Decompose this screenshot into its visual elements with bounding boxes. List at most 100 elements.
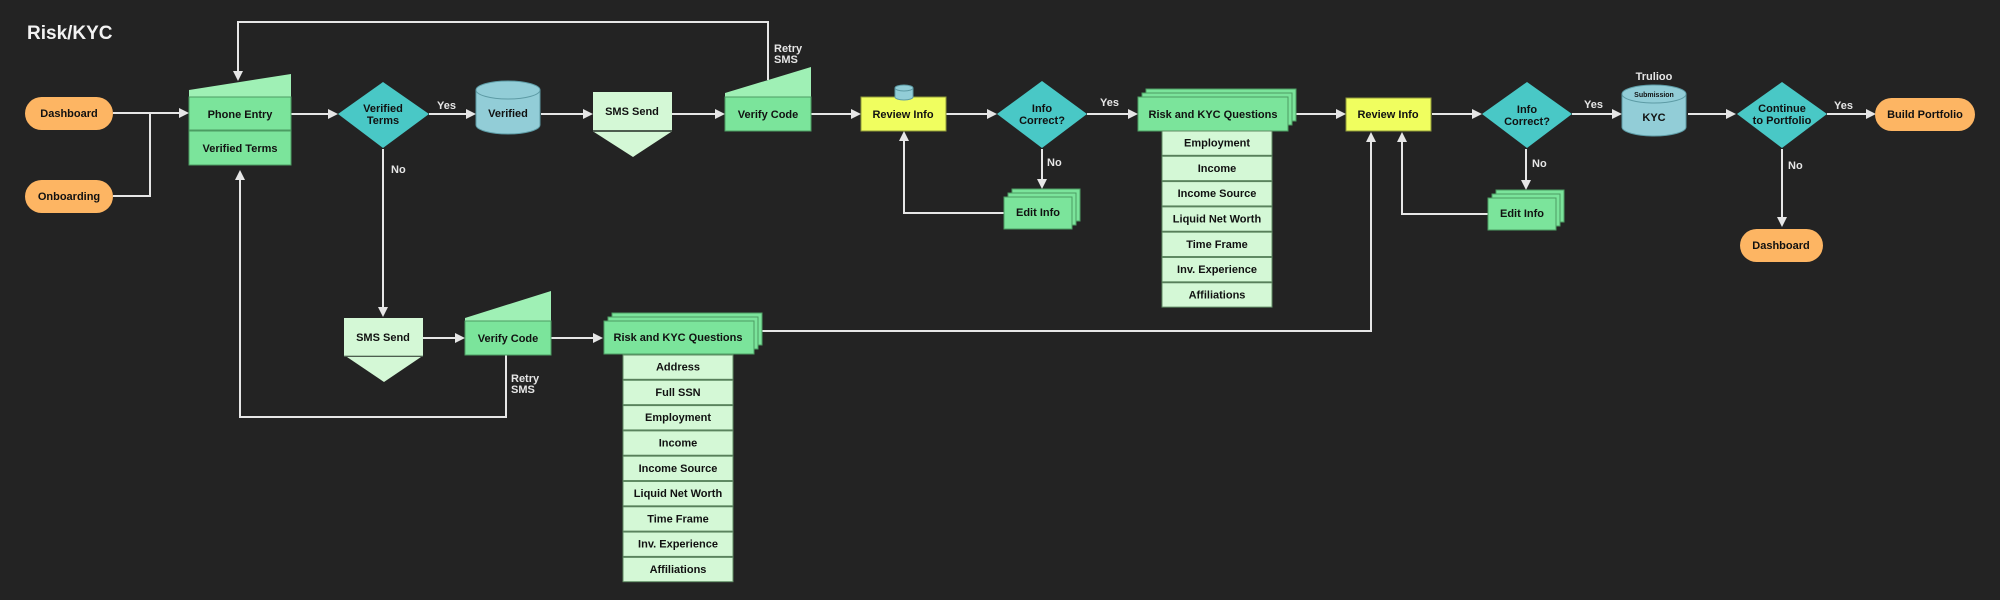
node-edit-info-2[interactable]: Edit Info <box>1487 189 1565 231</box>
svg-text:Risk and KYC Questions: Risk and KYC Questions <box>614 332 743 344</box>
question-item[interactable]: Address <box>622 354 734 380</box>
svg-text:Risk and KYC Questions: Risk and KYC Questions <box>1149 109 1278 121</box>
node-verified-db[interactable]: Verified <box>475 80 541 135</box>
question-item[interactable]: Income <box>1161 155 1273 182</box>
question-item[interactable]: Inv. Experience <box>622 531 734 557</box>
question-item-label: Income <box>1198 163 1237 175</box>
question-item-label: Income Source <box>1178 188 1257 200</box>
edge-edit2-review2 <box>1401 139 1488 215</box>
question-item[interactable]: Liquid Net Worth <box>1161 206 1273 232</box>
question-item[interactable]: Income Source <box>622 455 734 482</box>
arrowhead <box>455 333 465 343</box>
node-continue-portfolio[interactable]: Continue to Portfolio <box>1737 82 1827 148</box>
arrowhead <box>851 109 861 119</box>
question-item-label: Inv. Experience <box>638 539 718 551</box>
svg-text:SMS Send: SMS Send <box>356 332 410 344</box>
node-risk-kyc-bottom[interactable]: Risk and KYC Questions <box>603 312 763 355</box>
question-item[interactable]: Employment <box>622 405 734 431</box>
arrowhead <box>899 131 909 141</box>
edge-riskb-review2 <box>760 139 1372 332</box>
arrowhead <box>1866 109 1876 119</box>
node-kyc-db[interactable]: Trulioo Submission KYC <box>1621 71 1687 137</box>
arrowhead <box>1521 180 1531 190</box>
arrowhead <box>466 109 476 119</box>
svg-text:Info: Info <box>1517 104 1537 116</box>
question-item[interactable]: Time Frame <box>622 506 734 532</box>
node-build-portfolio[interactable]: Build Portfolio <box>1875 98 1975 131</box>
label-no: No <box>1788 160 1803 172</box>
submission-label: Submission <box>1634 92 1674 99</box>
question-item-label: Address <box>656 362 700 374</box>
node-sms-send-top[interactable]: SMS Send <box>593 92 672 157</box>
arrowhead <box>715 109 725 119</box>
node-onboarding[interactable]: Onboarding <box>25 180 113 213</box>
node-risk-kyc-top[interactable]: Risk and KYC Questions <box>1137 88 1297 132</box>
arrowhead <box>1037 179 1047 189</box>
svg-text:Edit Info: Edit Info <box>1016 207 1060 219</box>
connectors <box>113 21 1876 418</box>
arrowhead <box>233 71 243 81</box>
question-item[interactable]: Income <box>622 430 734 456</box>
question-item[interactable]: Time Frame <box>1161 231 1273 257</box>
svg-text:Review Info: Review Info <box>1357 109 1418 121</box>
label-no: No <box>391 164 406 176</box>
label-sms: SMS <box>774 54 798 66</box>
node-review-info-1[interactable]: Review Info <box>860 84 947 132</box>
arrowhead <box>1472 109 1482 119</box>
node-verified-terms-decision[interactable]: Verified Terms <box>338 82 429 148</box>
arrowhead <box>378 307 388 317</box>
question-item[interactable]: Income Source <box>1161 181 1273 207</box>
label-yes: Yes <box>437 100 456 112</box>
arrowhead <box>1336 109 1346 119</box>
question-item[interactable]: Affiliations <box>1161 282 1273 308</box>
node-phone-entry[interactable]: Phone Entry Verified Terms <box>188 74 292 166</box>
label-retry: Retry <box>511 373 540 385</box>
arrowhead <box>235 170 245 180</box>
edge-labels: Yes No Retry SMS Yes No Yes No Yes No Re… <box>391 43 1853 396</box>
svg-text:Info: Info <box>1032 103 1052 115</box>
question-item-label: Employment <box>1184 138 1250 150</box>
node-info-correct-1[interactable]: Info Correct? <box>997 81 1087 148</box>
node-sms-send-bottom[interactable]: SMS Send <box>344 318 423 382</box>
svg-text:Correct?: Correct? <box>1019 115 1065 127</box>
label-yes: Yes <box>1100 97 1119 109</box>
node-dashboard-end[interactable]: Dashboard <box>1740 229 1823 262</box>
arrowhead <box>1612 109 1622 119</box>
question-item-label: Inv. Experience <box>1177 264 1257 276</box>
svg-text:to Portfolio: to Portfolio <box>1753 115 1812 127</box>
node-dashboard-start[interactable]: Dashboard <box>25 97 113 130</box>
arrowhead <box>179 108 189 118</box>
svg-text:KYC: KYC <box>1642 112 1665 124</box>
question-item-label: Liquid Net Worth <box>1173 213 1262 225</box>
svg-text:Continue: Continue <box>1758 103 1806 115</box>
svg-text:Verified: Verified <box>488 108 528 120</box>
question-item[interactable]: Employment <box>1161 130 1273 156</box>
question-item-label: Liquid Net Worth <box>634 488 723 500</box>
label-retry: Retry <box>774 43 803 55</box>
label-yes: Yes <box>1834 100 1853 112</box>
label-no: No <box>1047 157 1062 169</box>
arrowhead <box>1777 217 1787 227</box>
node-review-info-2[interactable]: Review Info <box>1345 97 1432 132</box>
arrowhead <box>1128 109 1138 119</box>
arrowhead <box>583 109 593 119</box>
question-item-label: Employment <box>645 412 711 424</box>
question-item[interactable]: Full SSN <box>622 379 734 406</box>
question-item-label: Income Source <box>639 463 718 475</box>
svg-text:Phone Entry: Phone Entry <box>208 109 274 121</box>
node-verify-code-top[interactable]: Verify Code <box>724 67 812 132</box>
question-item[interactable]: Inv. Experience <box>1161 257 1273 283</box>
arrowhead <box>987 109 997 119</box>
question-item[interactable]: Affiliations <box>622 556 734 583</box>
label-no: No <box>1532 158 1547 170</box>
question-item[interactable]: Liquid Net Worth <box>622 481 734 507</box>
svg-text:Build Portfolio: Build Portfolio <box>1887 109 1963 121</box>
arrowhead <box>1726 109 1736 119</box>
node-verify-code-bottom[interactable]: Verify Code <box>464 291 552 356</box>
question-item-label: Time Frame <box>647 513 709 525</box>
node-info-correct-2[interactable]: Info Correct? <box>1482 82 1572 148</box>
node-edit-info-1[interactable]: Edit Info <box>1003 188 1081 230</box>
